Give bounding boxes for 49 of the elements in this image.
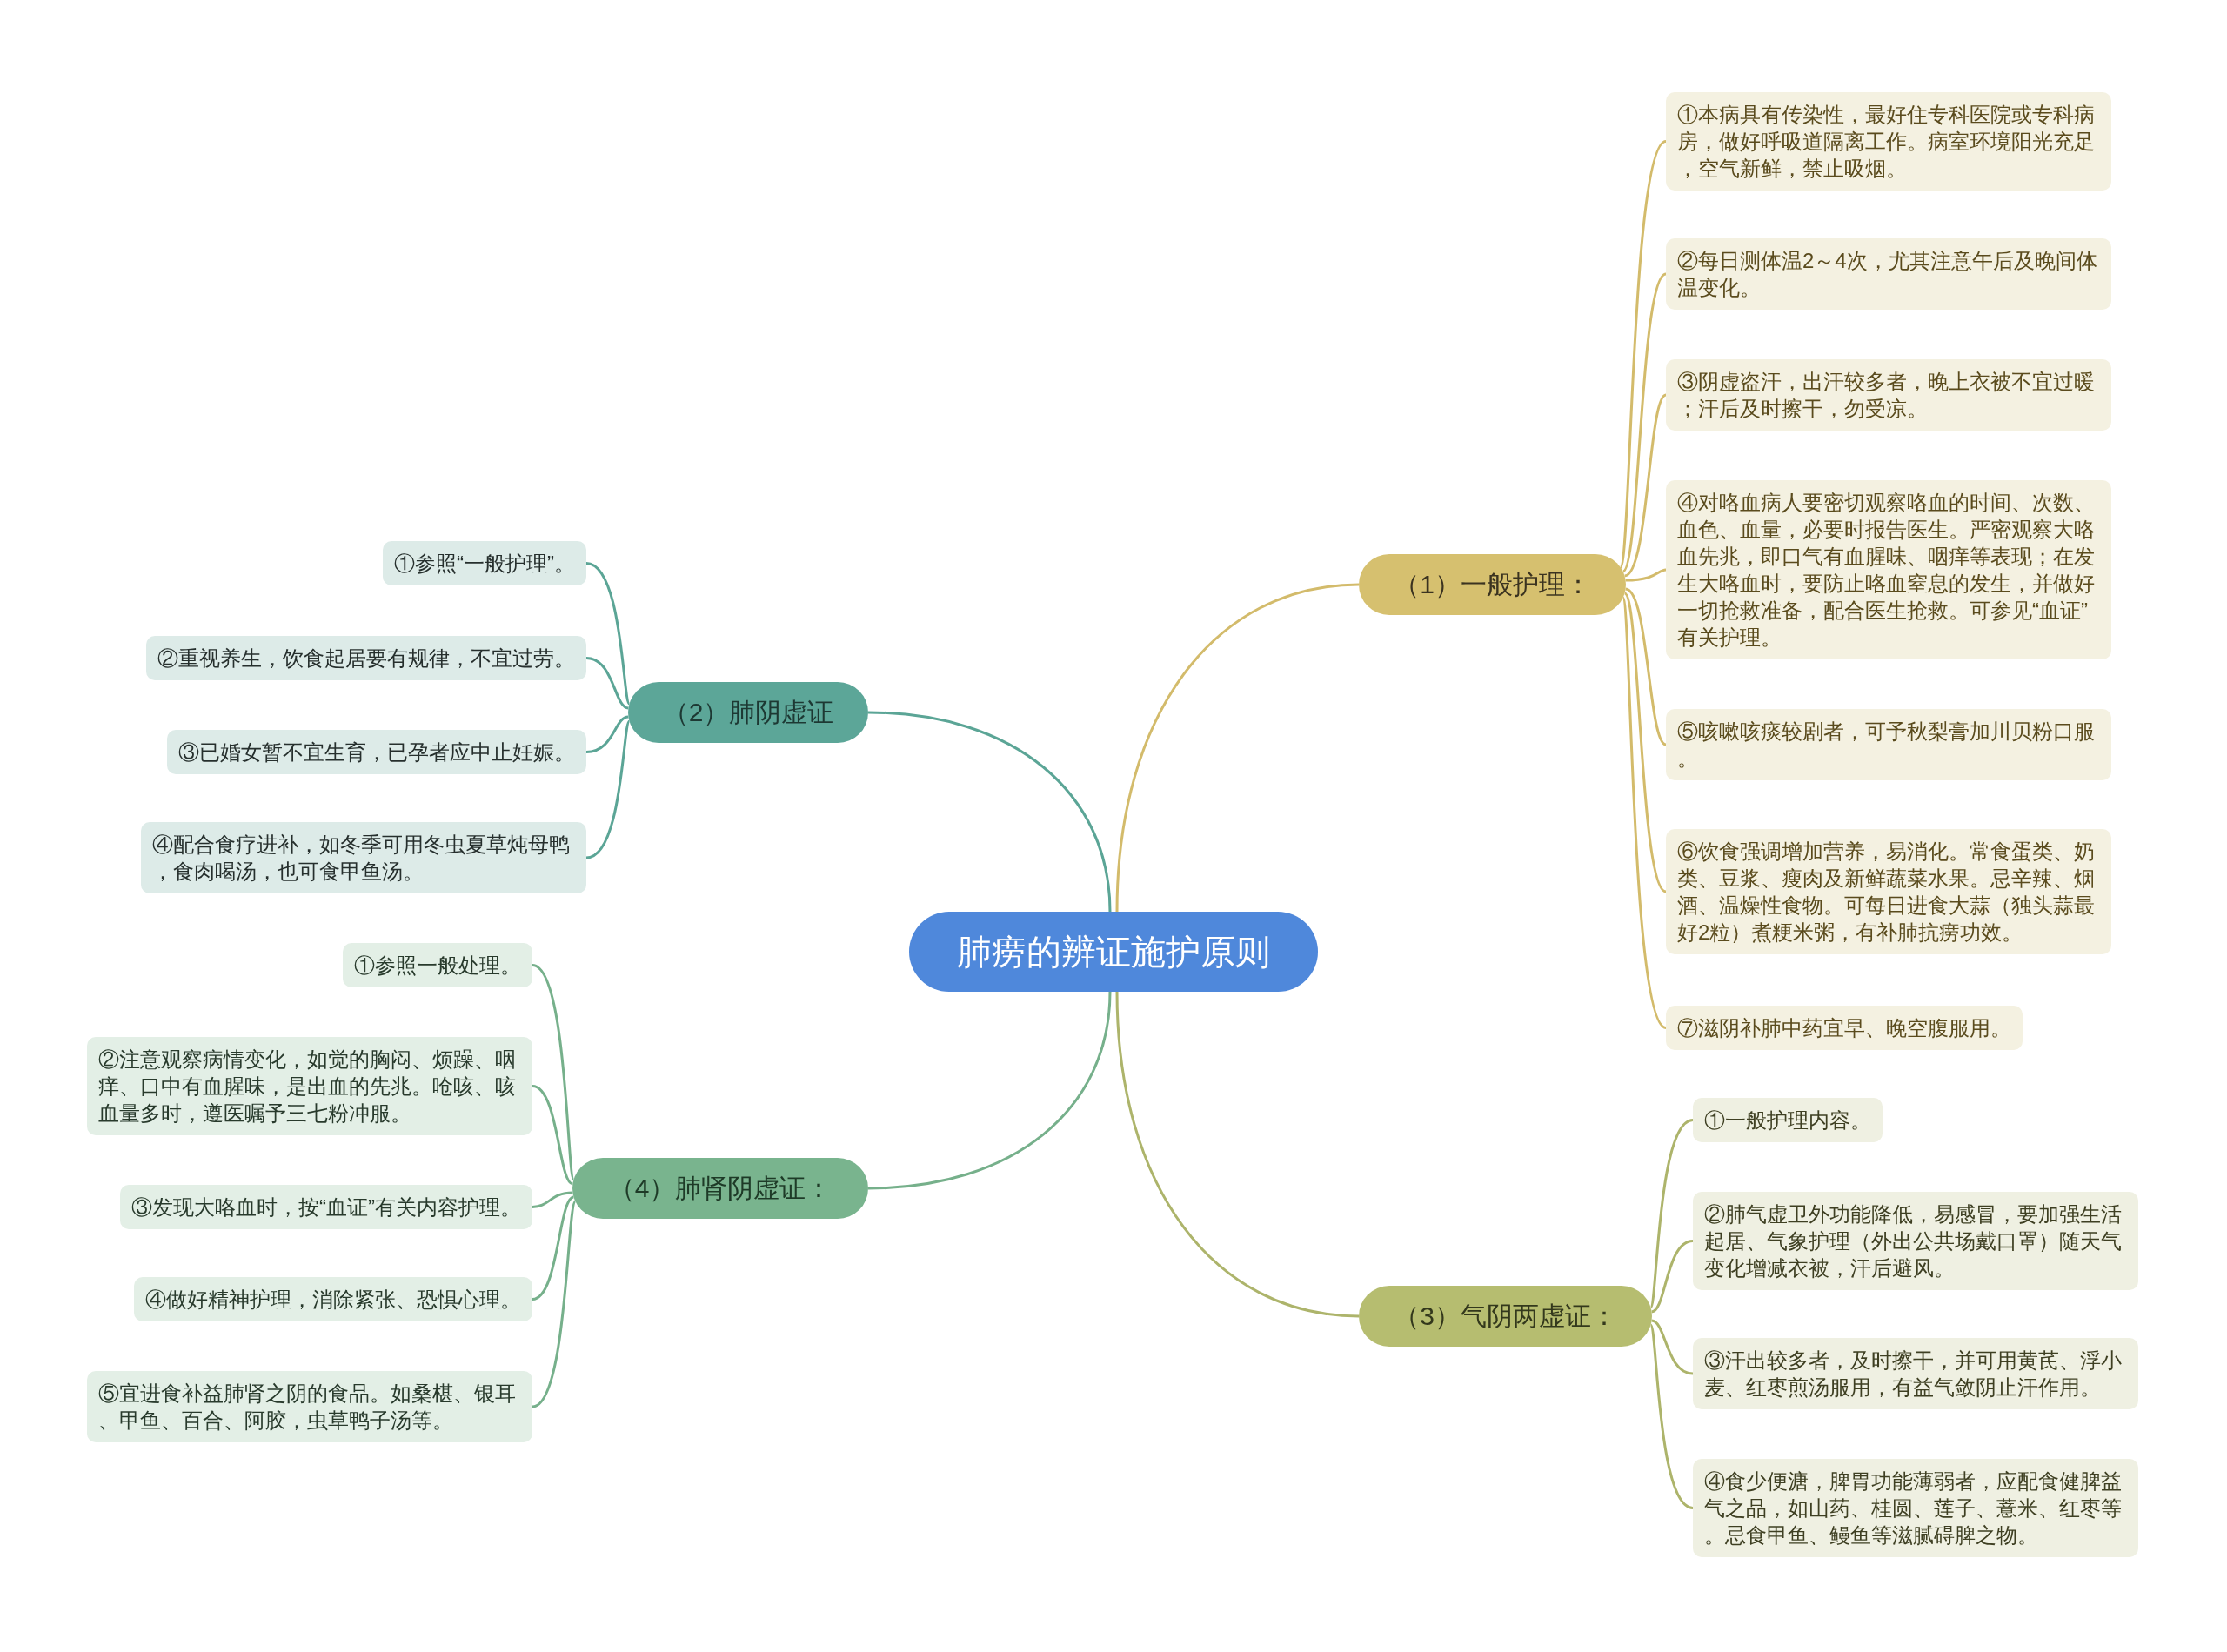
- note-card: ④食少便溏，脾胃功能薄弱者，应配食健脾益气之品，如山药、桂圆、莲子、薏米、红枣等。忌食甲鱼、鳗鱼等滋腻碍脾之物。: [1693, 1459, 2138, 1557]
- connector-line: [1649, 1119, 1694, 1308]
- connector-line: [1115, 991, 1360, 1318]
- note-card: ①一般护理内容。: [1693, 1098, 1883, 1142]
- note-card: ②肺气虚卫外功能降低，易感冒，要加强生活起居、气象护理（外出公共场戴口罩）随天气变化增减衣被，汗后避风。: [1693, 1192, 2138, 1290]
- note-card: ①参照一般处理。: [343, 943, 532, 987]
- connector-line: [532, 1195, 575, 1301]
- branch-topic: （1）一般护理：: [1359, 554, 1626, 615]
- note-card: ⑦滋阴补肺中药宜早、晚空腹服用。: [1666, 1006, 2023, 1050]
- connector-line: [1619, 140, 1668, 568]
- note-card: ①本病具有传染性，最好住专科医院或专科病房，做好呼吸道隔离工作。病室环境阳光充足，空气新鲜，禁止吸烟。: [1666, 92, 2111, 191]
- connector-line: [1651, 1240, 1694, 1314]
- connector-line: [585, 562, 631, 705]
- branch-topic: （2）肺阴虚证: [628, 682, 868, 743]
- note-card: ③发现大咯血时，按“血证”有关内容护理。: [120, 1185, 532, 1229]
- note-card: ⑥饮食强调增加营养，易消化。常食蛋类、奶类、豆浆、瘦肉及新鲜蔬菜水果。忌辛辣、烟酒、温燥性食物。可每日进食大蒜（独头蒜最好2粒）煮粳米粥，有补肺抗痨功效。: [1666, 829, 2111, 954]
- note-card: ⑤咳嗽咳痰较剧者，可予秋梨膏加川贝粉口服。: [1666, 709, 2111, 780]
- root-topic: 肺痨的辨证施护原则: [909, 912, 1318, 992]
- note-card: ③汗出较多者，及时擦干，并可用黄芪、浮小麦、红枣煎汤服用，有益气敛阴止汗作用。: [1693, 1338, 2138, 1409]
- connector-line: [532, 1201, 577, 1408]
- note-card: ③已婚女暂不宜生育，已孕者应中止妊娠。: [167, 730, 586, 774]
- connector-line: [532, 964, 575, 1180]
- note-card: ②每日测体温2～4次，尤其注意午后及晚间体温变化。: [1666, 238, 2111, 310]
- connector-line: [1622, 272, 1668, 572]
- connector-line: [585, 715, 629, 753]
- connector-line: [532, 1085, 574, 1186]
- note-card: ④配合食疗进补，如冬季可用冬虫夏草炖母鸭，食肉喝汤，也可食甲鱼汤。: [141, 822, 586, 893]
- connector-line: [1115, 583, 1360, 913]
- note-card: ①参照“一般护理”。: [383, 541, 586, 585]
- note-card: ④做好精神护理，消除紧张、恐惧心理。: [134, 1277, 532, 1321]
- branch-topic: （3）气阴两虚证：: [1359, 1286, 1652, 1347]
- note-card: ④对咯血病人要密切观察咯血的时间、次数、血色、血量，必要时报告医生。严密观察大咯血先兆，即口气有血腥味、咽痒等表现；在发生大咯血时，要防止咯血窒息的发生，并做好一切抢救准备，配合医生抢救。可参见“血证”有关护理。: [1666, 480, 2111, 659]
- connector-line: [1649, 1324, 1694, 1509]
- connector-line: [1625, 568, 1667, 582]
- note-card: ②重视养生，饮食起居要有规律，不宜过劳。: [146, 636, 586, 680]
- connector-line: [867, 991, 1112, 1190]
- connector-line: [585, 657, 629, 710]
- connector-line: [532, 1191, 573, 1208]
- connector-line: [1651, 1319, 1694, 1375]
- note-card: ②注意观察病情变化，如觉的胸闷、烦躁、咽痒、口中有血腥味，是出血的先兆。呛咳、咳血量多时，遵医嘱予三七粉冲服。: [87, 1037, 532, 1135]
- connector-line: [867, 711, 1112, 913]
- connector-line: [1622, 597, 1668, 1029]
- connector-line: [585, 720, 631, 859]
- connector-line: [1623, 393, 1667, 578]
- note-card: ③阴虚盗汗，出汗较多者，晚上衣被不宜过暖；汗后及时擦干，勿受凉。: [1666, 359, 2111, 431]
- branch-topic: （4）肺肾阴虚证：: [572, 1158, 868, 1219]
- connector-line: [1623, 592, 1668, 893]
- note-card: ⑤宜进食补益肺肾之阴的食品。如桑椹、银耳、甲鱼、百合、阿胶，虫草鸭子汤等。: [87, 1371, 532, 1442]
- connector-line: [1624, 587, 1667, 746]
